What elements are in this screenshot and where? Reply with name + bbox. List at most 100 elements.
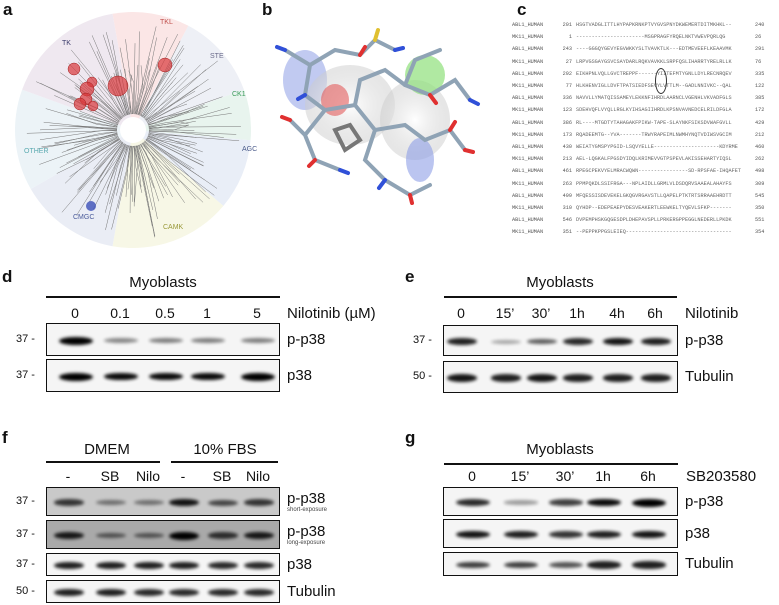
tree-branch [96,51,126,116]
tree-branch [142,64,184,118]
nilotinib-target-circle [73,97,87,111]
alignment-highlight-ellipse [655,68,667,94]
alignment-sequence-name: MK11_HUMAN [512,180,544,187]
molecular-weight-marker: 37 - [413,333,432,346]
protein-band [96,561,126,570]
tree-branch [91,35,127,116]
tree-branch [141,143,173,198]
alignment-start-number: 1 [568,34,572,41]
alignment-end-number: 385 [755,95,765,102]
tree-branch [147,137,204,166]
protein-band [134,561,164,570]
protein-band [191,338,225,343]
alignment-start-number: 546 [562,217,572,224]
protein-band [54,588,84,597]
alignment-sequence: MFQESSISDEVEKELGKQGVRGAVSTLLQAPELPTKTRTS… [576,192,732,199]
tree-branch [145,69,207,121]
protein-band [244,562,274,569]
blot-image [443,361,678,393]
blot-header: Myoblasts [526,441,594,458]
tree-branch [131,145,133,195]
alignment-sequence: RQADEEMTG--YVA-------TRWYRAPEIMLNWMHYNQT… [576,131,732,138]
tree-branch [79,111,118,126]
protein-band [208,532,238,539]
tree-branch [77,141,123,193]
tree-branch [116,145,130,196]
blot-image [443,552,678,576]
tree-branch [148,121,189,128]
protein-band [563,374,593,382]
kinase-group-label: CAMK [163,224,184,231]
protein-band [208,499,238,506]
kinase-group-sector [112,11,189,130]
treatment-group-label: 10% FBS [193,441,257,458]
lane-label: 0.5 [155,305,175,321]
tree-branch [77,136,119,158]
blot-image [46,580,280,603]
protein-band [603,337,633,346]
tree-branch [60,72,122,120]
tree-branch [138,63,159,116]
panel-e-label: e [405,267,415,286]
tree-branch [134,145,138,203]
tree-branch [137,145,154,211]
panel-d-label: d [2,267,13,286]
alignment-sequence-name: ABL1_HUMAN [512,144,544,150]
alignment-sequence-name: MK11_HUMAN [512,83,544,89]
tree-branch [104,144,128,213]
tree-branch [147,87,212,124]
protein-band [134,500,164,505]
tree-branch [43,121,118,129]
alignment-start-number: 27 [565,58,572,65]
tree-branch [140,144,164,199]
alignment-end-number: 335 [755,70,765,77]
protein-band [244,499,274,506]
tree-branch [134,145,142,188]
tree-branch [136,145,156,237]
protein-band [549,562,583,568]
lane-label: SB [212,468,232,484]
protein-band [587,561,621,569]
protein-band [96,532,126,539]
tree-branch [125,39,134,115]
alignment-sequence: PPMPQKDLSSIFRGA---NPLAIDLLGRMLVLDSDQRVSA… [576,180,732,187]
tree-branch [147,96,223,124]
protein-band [504,500,538,505]
molecular-weight-marker: 37 - [16,332,35,345]
alignment-sequence-name: ABL1_HUMAN [512,217,544,224]
tree-branch [146,137,204,167]
lane-label: - [180,468,186,484]
tree-branch [56,138,120,174]
tree-branch [139,144,166,187]
nilotinib-target-circle [87,100,99,112]
alignment-start-number: 243 [562,46,572,53]
alignment-sequence-name: MK11_HUMAN [512,156,544,163]
alignment-end-number: 350 [755,205,765,211]
sulfur-atom [373,28,380,42]
tree-branch [142,142,180,183]
kinase-group-sector [133,89,251,141]
protein-band [241,338,275,343]
nilotinib-target-circle [107,75,129,97]
tree-branch [148,113,232,127]
tree-branch [133,43,136,115]
tree-branch [89,41,126,117]
alignment-start-number: 263 [562,180,572,187]
alignment-sequence: SDEHVQFLVYQLLRGLKYIHSAGIIHRDLKPSNVAVNEDC… [576,107,732,114]
alignment-start-number: 310 [562,205,572,211]
protein-band [632,530,666,539]
protein-band [641,374,671,382]
alignment-start-number: 213 [562,156,572,163]
protein-band [527,338,557,345]
alignment-end-number: 551 [755,217,765,224]
kinase-group-label: CK1 [232,91,246,98]
lane-label: 6h [647,305,663,321]
tree-branch [89,143,125,193]
alignment-end-number: 309 [755,180,765,187]
tree-branch [148,133,196,146]
tree-branch [141,47,185,117]
tree-branch [111,40,130,115]
tree-branch [134,64,139,115]
tree-branch [127,145,132,190]
protein-band [169,561,199,570]
